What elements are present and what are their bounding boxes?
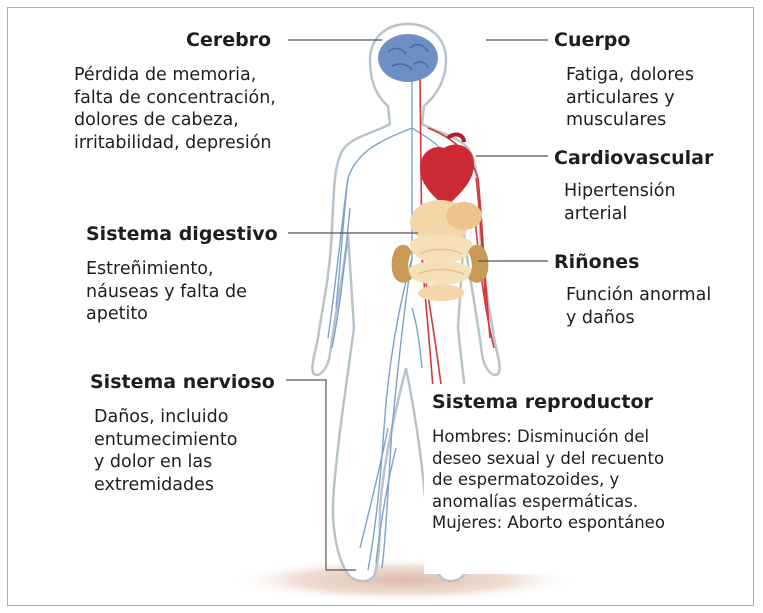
cerebro-line: dolores de cabeza, (74, 110, 239, 130)
reproductor-line: anomalías espermáticas. (432, 491, 639, 511)
digestivo-line: apetito (86, 304, 148, 324)
cuerpo-line: musculares (566, 110, 667, 130)
cardiovascular-label: Cardiovascular (554, 146, 713, 170)
nervioso-line: entumecimiento (94, 429, 238, 450)
reproductor-line: Hombres: Disminución del (432, 427, 650, 446)
digestivo-label: Sistema digestivo (86, 222, 278, 246)
reproductor-line: deseo sexual y del recuento (432, 448, 665, 468)
cerebro-line: Pérdida de memoria, (74, 65, 257, 85)
figure-frame: Cerebro Pérdida de memoria, falta de con… (7, 7, 754, 606)
reproductor-line: de espermatozoides, y (432, 470, 620, 489)
cerebro-title: Cerebro (186, 29, 272, 51)
cuerpo-line: articulares y (566, 87, 675, 108)
brain-organ (378, 34, 438, 82)
rinones-line: Función anormal (566, 285, 712, 305)
digestivo-title: Sistema digestivo (86, 223, 278, 245)
nervioso-line: y dolor en las (94, 452, 213, 472)
leader-nervioso (286, 379, 356, 571)
nervioso-title: Sistema nervioso (90, 371, 275, 393)
nervioso-description: Daños, incluido entumecimiento y dolor e… (94, 406, 237, 496)
rinones-title: Riñones (554, 251, 640, 273)
cerebro-line: irritabilidad, depresión (74, 132, 272, 153)
cardiovascular-title: Cardiovascular (554, 147, 714, 169)
cuerpo-title: Cuerpo (554, 29, 631, 51)
heart-organ (420, 132, 474, 208)
cardiovascular-line: Hipertensión (564, 181, 676, 201)
leader-lines (286, 39, 548, 571)
reproductor-description: Hombres: Disminución del deseo sexual y … (432, 426, 714, 534)
rinones-description: Función anormal y daños (566, 284, 711, 329)
digestivo-description: Estreñimiento, náuseas y falta de apetit… (86, 258, 247, 326)
cerebro-description: Pérdida de memoria, falta de concentraci… (74, 64, 276, 154)
kidney-organs (391, 244, 489, 283)
rinones-line: y daños (566, 307, 635, 328)
digestivo-line: Estreñimiento, (86, 259, 214, 279)
nervioso-line: Daños, incluido (94, 407, 229, 427)
cardiovascular-line: arterial (564, 203, 628, 224)
nervioso-label: Sistema nervioso (90, 370, 275, 394)
cerebro-label: Cerebro (186, 28, 271, 52)
cuerpo-label: Cuerpo (554, 28, 630, 52)
cerebro-line: falta de concentración, (74, 87, 276, 108)
digestive-organs (407, 200, 482, 301)
digestivo-line: náuseas y falta de (86, 281, 247, 302)
reproductor-panel: Sistema reproductor Hombres: Disminución… (424, 384, 714, 574)
reproductor-line: Mujeres: Aborto espontáneo (432, 513, 665, 532)
rinones-label: Riñones (554, 250, 639, 274)
cuerpo-line: Fatiga, dolores (566, 65, 694, 85)
cardiovascular-description: Hipertensión arterial (564, 180, 676, 225)
nervioso-line: extremidades (94, 474, 214, 495)
cuerpo-description: Fatiga, dolores articulares y musculares (566, 64, 694, 132)
reproductor-title: Sistema reproductor (432, 391, 653, 413)
